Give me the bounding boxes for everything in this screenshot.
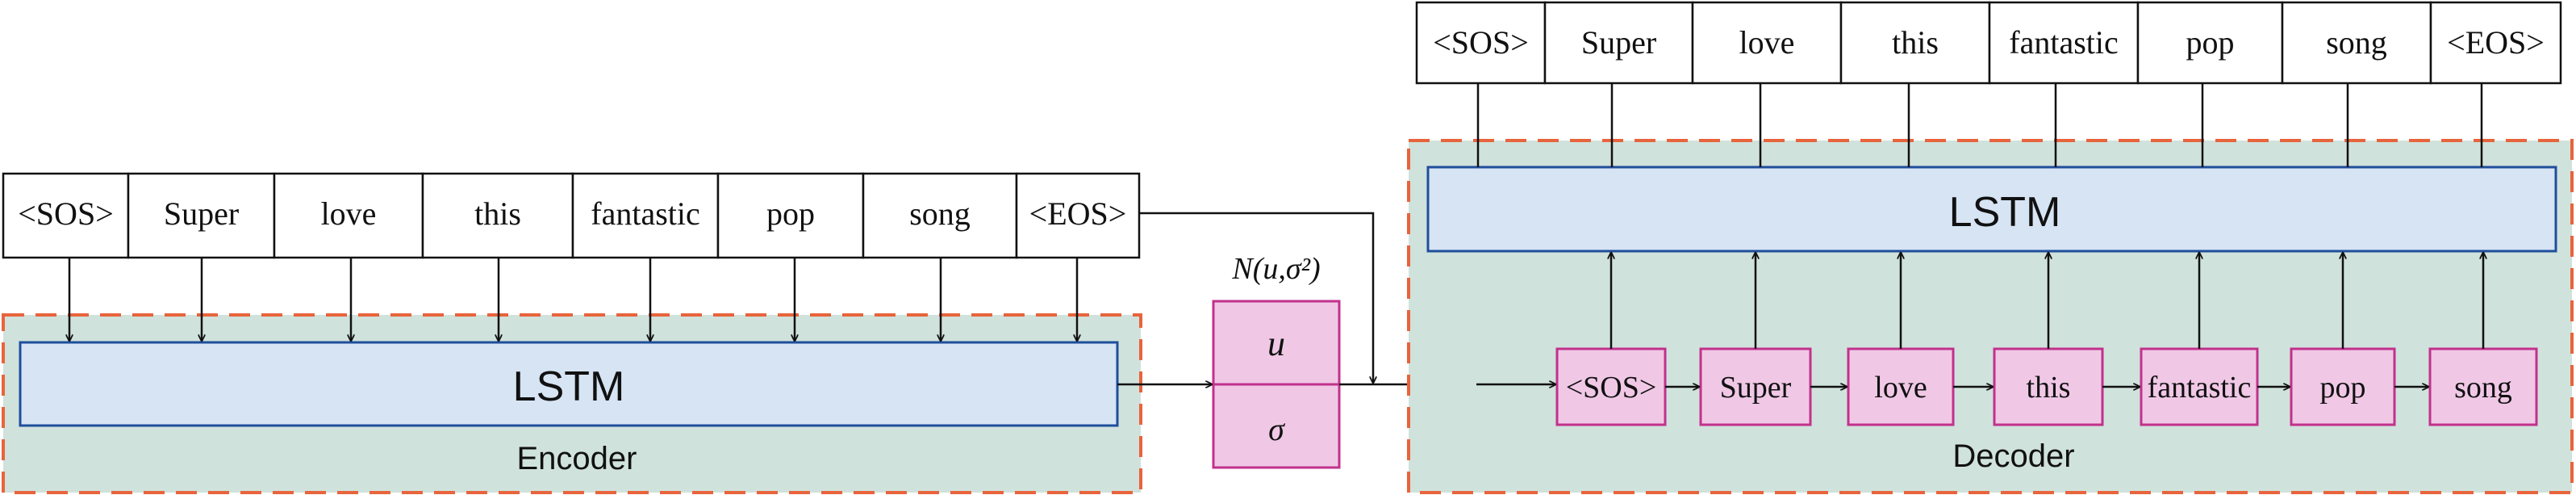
encoder-token-label: <EOS> [1029, 195, 1127, 232]
decoder-lstm-box [1426, 166, 2557, 253]
decoder-output-token-cell [1691, 1, 1843, 85]
encoder-token-label: fantastic [591, 195, 700, 232]
decoder-output-token-label: Super [1581, 24, 1656, 61]
decoder-output-token-label: fantastic [2009, 24, 2119, 61]
decoder-output-token-cell [2429, 1, 2562, 85]
decoder-output-token-cell [2136, 1, 2284, 85]
decoder-input-token-box [1699, 347, 1812, 426]
decoder-input-tokens: <SOS> Super love this fantastic pop song [1555, 347, 2538, 426]
eos-to-decoder-connector [1139, 212, 1373, 383]
latent-distribution-label: N(u,σ²) [1231, 252, 1320, 286]
encoder-lstm-label: LSTM [513, 363, 625, 410]
encoder-token-cell [127, 172, 276, 259]
encoder-input-tokens: <SOS> Super love this fantastic pop song <EOS> [2, 172, 1141, 259]
decoder-input-token-box [1993, 347, 2104, 426]
encoder-token-cell [2, 172, 130, 259]
decoder-input-arrows [1611, 253, 2483, 349]
encoder-token-cell [421, 172, 574, 259]
decoder-output-lines [1476, 83, 2483, 167]
encoder-token-cell [1015, 172, 1141, 259]
decoder-input-token-label: Super [1720, 371, 1792, 405]
decoder-input-token-box [2290, 347, 2396, 426]
decoder-output-token-label: <EOS> [2447, 24, 2545, 61]
decoder-input-token-label: fantastic [2148, 371, 2252, 405]
decoder-lstm-label: LSTM [1949, 189, 2061, 236]
decoder-input-token-label: love [1874, 371, 1927, 405]
decoder-input-token-box [1555, 347, 1667, 426]
encoder-token-label: Super [164, 195, 239, 232]
decoder-input-token-label: pop [2320, 371, 2366, 405]
latent-std-box [1212, 383, 1341, 469]
encoder-token-label: <SOS> [18, 195, 114, 232]
decoder-output-tokens: <SOS> Super love this fantastic pop song <EOS> [1415, 1, 2562, 85]
decoder-output-token-label: this [1892, 24, 1939, 61]
encoder-token-label: love [321, 195, 377, 232]
encoder-token-label: this [474, 195, 521, 232]
decoder-input-token-box [1847, 347, 1955, 426]
decoder-input-token-label: song [2454, 371, 2512, 405]
encoder-token-label: song [909, 195, 971, 232]
decoder-output-token-cell [1543, 1, 1694, 85]
encoder-lstm-box [19, 341, 1119, 427]
latent-std-label: σ [1268, 411, 1285, 447]
decoder-output-token-label: pop [2186, 24, 2235, 61]
encoder-label: Encoder [517, 441, 637, 476]
encoder-token-cell [273, 172, 424, 259]
decoder-output-token-label: love [1739, 24, 1795, 61]
latent-mean-label: u [1267, 324, 1285, 363]
latent-mean-box [1212, 300, 1341, 386]
encoder-token-cell [571, 172, 720, 259]
decoder-chain-arrows [1476, 384, 2428, 387]
decoder-output-token-label: song [2326, 24, 2387, 61]
decoder-output-token-label: <SOS> [1433, 24, 1529, 61]
decoder-input-token-label: this [2027, 371, 2071, 405]
encoder-token-label: pop [766, 195, 815, 232]
decoder-label: Decoder [1952, 438, 2074, 474]
decoder-input-token-label: <SOS> [1566, 371, 1657, 405]
encoder-input-arrows [69, 258, 1077, 341]
